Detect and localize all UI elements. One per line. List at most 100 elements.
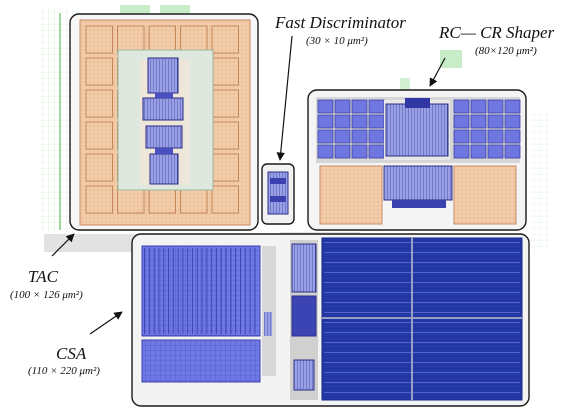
tac-core-circuit bbox=[142, 57, 184, 185]
shaper-label: RC— CR Shaper bbox=[439, 23, 555, 42]
shaper-capacitor-cell bbox=[317, 99, 334, 114]
csa-row-line bbox=[324, 332, 520, 333]
shaper-capacitor-cell bbox=[453, 114, 470, 129]
csa-row-line bbox=[324, 352, 520, 353]
csa-row-line bbox=[324, 362, 520, 363]
csa-row-line bbox=[324, 292, 520, 293]
csa-finger bbox=[153, 248, 155, 334]
csa-row-line bbox=[324, 372, 520, 373]
shaper-capacitor-cell bbox=[470, 129, 487, 144]
annotation-arrows bbox=[51, 35, 446, 335]
csa-finger bbox=[254, 248, 256, 334]
shaper-block bbox=[307, 89, 527, 231]
csa-row-line bbox=[324, 312, 520, 313]
csa-finger bbox=[168, 248, 169, 334]
arrow-csa bbox=[89, 311, 123, 335]
shaper-capacitor-cell bbox=[351, 129, 368, 144]
csa-finger bbox=[158, 248, 160, 334]
arrow-tac bbox=[51, 233, 75, 257]
csa-row-line bbox=[324, 322, 520, 323]
shaper-capacitor-cell bbox=[487, 99, 504, 114]
tac-dims: (100 × 126 μm²) bbox=[10, 289, 83, 301]
shaper-capacitor-cell bbox=[504, 114, 521, 129]
shaper-capacitor-cell bbox=[504, 99, 521, 114]
arrow-fast-discriminator bbox=[276, 35, 293, 161]
csa-finger bbox=[177, 248, 179, 334]
shaper-capacitor-cell bbox=[317, 129, 334, 144]
csa-row-line bbox=[324, 382, 520, 383]
tac-capacitor-cell bbox=[85, 185, 113, 214]
csa-finger bbox=[225, 248, 227, 334]
csa-row-line bbox=[324, 272, 520, 273]
shaper-capacitor-cell bbox=[334, 129, 351, 144]
shaper-capacitor-cell bbox=[334, 99, 351, 114]
tac-capacitor-cell bbox=[85, 121, 113, 150]
tac-label: TAC bbox=[28, 267, 58, 286]
csa-finger bbox=[235, 248, 237, 334]
csa-finger bbox=[211, 248, 213, 334]
fast-discriminator-block bbox=[261, 163, 295, 225]
shaper-capacitor-cell bbox=[453, 99, 470, 114]
shaper-capacitor-cell bbox=[453, 129, 470, 144]
shaper-capacitor-cell bbox=[470, 114, 487, 129]
csa-finger bbox=[182, 248, 184, 334]
csa-finger bbox=[187, 248, 189, 334]
csa-finger bbox=[148, 248, 150, 334]
shaper-capacitor-cell bbox=[368, 144, 385, 159]
shaper-capacitor-cell bbox=[487, 144, 504, 159]
csa-finger bbox=[230, 248, 232, 334]
csa-finger bbox=[192, 248, 193, 334]
csa-finger bbox=[201, 248, 203, 334]
csa-finger bbox=[196, 248, 198, 334]
shaper-capacitor-cell bbox=[368, 114, 385, 129]
csa-row-line bbox=[324, 342, 520, 343]
shaper-capacitor-cell bbox=[487, 129, 504, 144]
arrow-shaper bbox=[429, 57, 446, 87]
csa-finger bbox=[206, 248, 208, 334]
csa-finger bbox=[172, 248, 174, 334]
shaper-capacitor-cell bbox=[351, 114, 368, 129]
shaper-capacitor-cell bbox=[368, 99, 385, 114]
csa-row-line bbox=[324, 252, 520, 253]
shaper-capacitor-cell bbox=[351, 144, 368, 159]
csa-dims: (110 × 220 μm²) bbox=[28, 365, 100, 377]
tac-capacitor-cell bbox=[85, 153, 113, 182]
tac-capacitor-cell bbox=[211, 185, 239, 214]
shaper-capacitor-cell bbox=[504, 129, 521, 144]
shaper-capacitor-cell bbox=[504, 144, 521, 159]
csa-finger bbox=[216, 248, 217, 334]
csa-finger bbox=[163, 248, 165, 334]
csa-row-line bbox=[324, 282, 520, 283]
csa-label: CSA bbox=[56, 344, 87, 363]
csa-row-line bbox=[324, 242, 520, 243]
shaper-capacitor-cell bbox=[368, 129, 385, 144]
tac-block bbox=[69, 13, 259, 231]
shaper-capacitor-cell bbox=[317, 114, 334, 129]
csa-row-line bbox=[324, 392, 520, 393]
shaper-capacitor-cell bbox=[470, 144, 487, 159]
shaper-capacitor-cell bbox=[334, 144, 351, 159]
csa-finger bbox=[249, 248, 251, 334]
shaper-capacitor-cell bbox=[487, 114, 504, 129]
shaper-capacitor-cell bbox=[334, 114, 351, 129]
csa-finger bbox=[144, 248, 145, 334]
csa-finger bbox=[220, 248, 222, 334]
tac-capacitor-cell bbox=[211, 25, 239, 54]
shaper-dims: (80×120 μm²) bbox=[475, 45, 537, 57]
fast-discriminator-dims: (30 × 10 μm²) bbox=[306, 35, 368, 47]
shaper-capacitor-cell bbox=[351, 99, 368, 114]
csa-block bbox=[131, 233, 530, 407]
csa-finger bbox=[244, 248, 246, 334]
tac-capacitor-cell bbox=[85, 57, 113, 86]
shaper-capacitor-cell bbox=[317, 144, 334, 159]
csa-feedback-capacitor bbox=[324, 242, 520, 393]
csa-row-line bbox=[324, 302, 520, 303]
csa-finger bbox=[240, 248, 241, 334]
tac-capacitor-cell bbox=[85, 89, 113, 118]
shaper-capacitor-cell bbox=[470, 99, 487, 114]
shaper-capacitor-array bbox=[317, 99, 521, 159]
shaper-capacitor-cell bbox=[453, 144, 470, 159]
csa-row-line bbox=[324, 262, 520, 263]
